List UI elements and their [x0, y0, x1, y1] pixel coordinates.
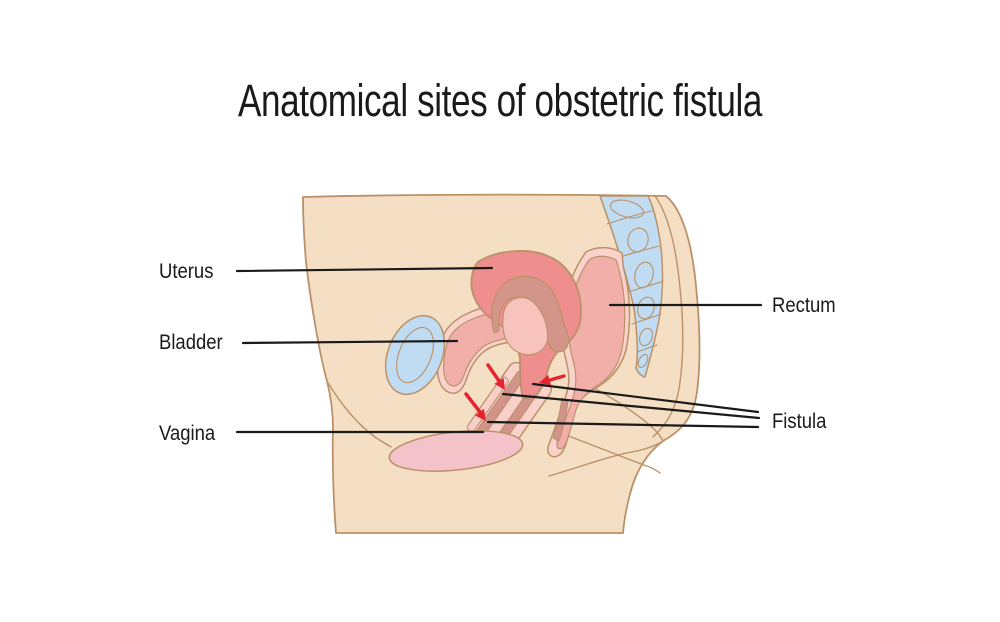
pubic-bone-core: [396, 326, 434, 384]
label-rectum: Rectum: [772, 294, 836, 317]
sacrum-bone: [599, 195, 664, 378]
uterus-leader-line: [235, 266, 494, 273]
sacrum-segment-line: [606, 210, 653, 225]
sacrum-segment-line: [631, 313, 662, 325]
sacrum-segment-line: [636, 344, 658, 353]
thigh-fold-line: [562, 433, 661, 474]
buttock-contour-line: [591, 386, 664, 442]
label-bladder: Bladder: [159, 331, 223, 354]
label-vagina: Vagina: [159, 422, 216, 445]
fistula-leader-line-2: [501, 392, 761, 420]
gluteal-fold-line: [548, 441, 663, 477]
anal-canal: [552, 397, 569, 442]
sacrum-segment-core: [634, 261, 654, 289]
fistula-leader-line-3: [486, 420, 760, 429]
uterus-lining: [491, 275, 570, 353]
sacrum-segment-core: [609, 199, 645, 219]
fistula-arrow-rectovaginal: [539, 374, 566, 386]
bladder-leader-line: [241, 339, 459, 345]
label-fistula: Fistula: [772, 410, 827, 433]
pubic-bone: [384, 314, 446, 396]
uterus-cavity: [502, 297, 549, 356]
fistula-arrow-vesicovaginal: [486, 363, 505, 390]
fistula-arrow-urethrovaginal: [464, 392, 486, 421]
back-contour-line: [652, 195, 684, 438]
page-title: Anatomical sites of obstetric fistula: [237, 75, 762, 126]
coccyx-tip-core: [637, 353, 649, 369]
fistula-leader-line-1: [531, 382, 760, 414]
label-uterus: Uterus: [159, 260, 214, 283]
sacrum-segment-core: [627, 227, 649, 253]
sacrum-segment-core: [639, 327, 653, 347]
groin-fold-line: [326, 380, 392, 448]
